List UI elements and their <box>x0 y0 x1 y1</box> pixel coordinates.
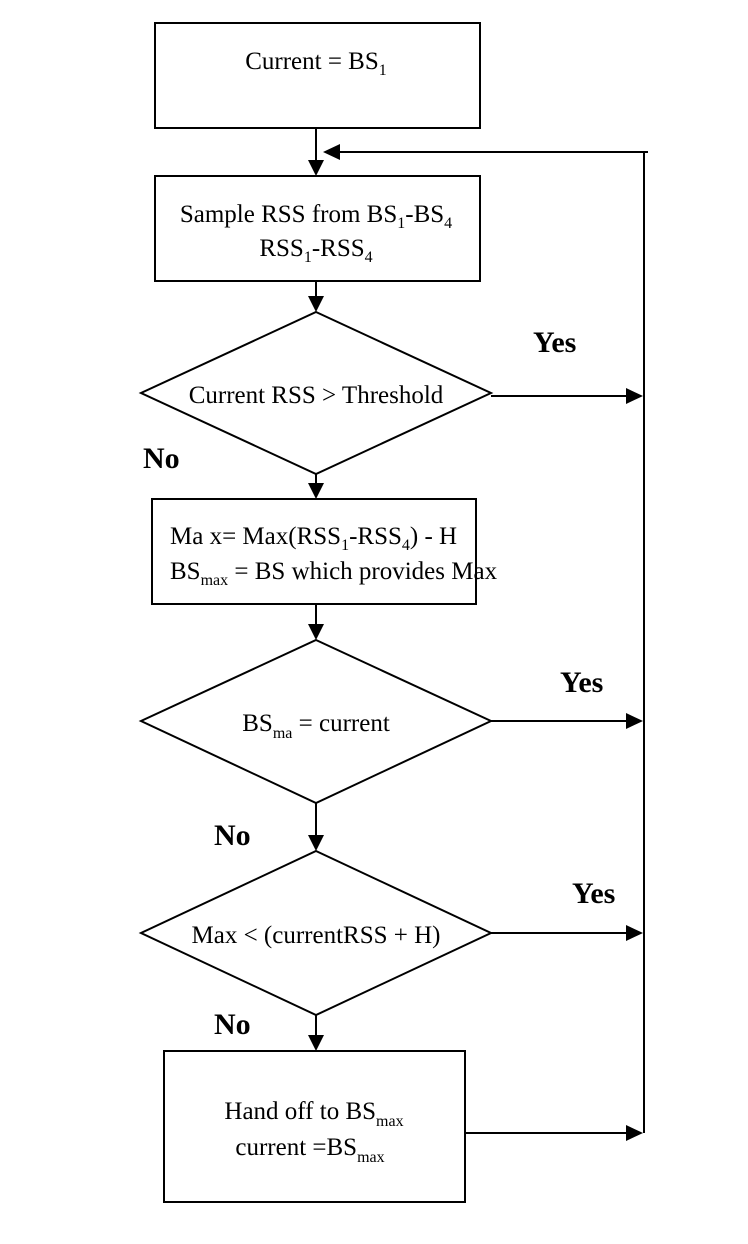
compute-label-line1: Ma x= Max(RSS1-RSS4) - H <box>170 523 457 554</box>
connector-hysteresis-yes <box>491 925 643 941</box>
sample-label-line1: Sample RSS from BS1-BS4 <box>180 201 452 232</box>
compute-label-line2: BSmax = BS which provides Max <box>170 558 498 589</box>
threshold-label: Current RSS > Threshold <box>189 382 444 409</box>
hysteresis-label: Max < (currentRSS + H) <box>192 922 441 949</box>
start-box <box>154 22 481 129</box>
handoff-label-line2: current =BSmax <box>235 1134 384 1166</box>
is-current-label: BSma = current <box>242 710 390 742</box>
handoff-label-line1: Hand off to BSmax <box>224 1098 403 1130</box>
connector-compute-to-is-current <box>308 604 324 640</box>
no-label-threshold: No <box>143 442 180 475</box>
connector-start-to-sample <box>308 128 324 176</box>
connector-is-current-to-hysteresis <box>308 803 324 851</box>
yes-label-threshold: Yes <box>533 326 576 359</box>
return-loop <box>323 144 648 1133</box>
sample-box <box>154 175 481 282</box>
connector-is-current-yes <box>491 713 643 729</box>
connector-sample-to-threshold <box>308 281 324 312</box>
no-label-is-current: No <box>214 819 251 852</box>
start-label: Current = BS1 <box>245 48 387 79</box>
connector-threshold-to-compute <box>308 474 324 499</box>
connector-hysteresis-to-handoff <box>308 1015 324 1051</box>
no-label-hysteresis: No <box>214 1008 251 1041</box>
yes-label-is-current: Yes <box>560 666 603 699</box>
connector-handoff-out <box>465 1125 643 1141</box>
yes-label-hysteresis: Yes <box>572 877 615 910</box>
connector-threshold-yes <box>491 388 643 404</box>
handoff-box <box>163 1050 466 1203</box>
compute-box <box>151 498 477 605</box>
sample-label-line2: RSS1-RSS4 <box>259 235 372 266</box>
